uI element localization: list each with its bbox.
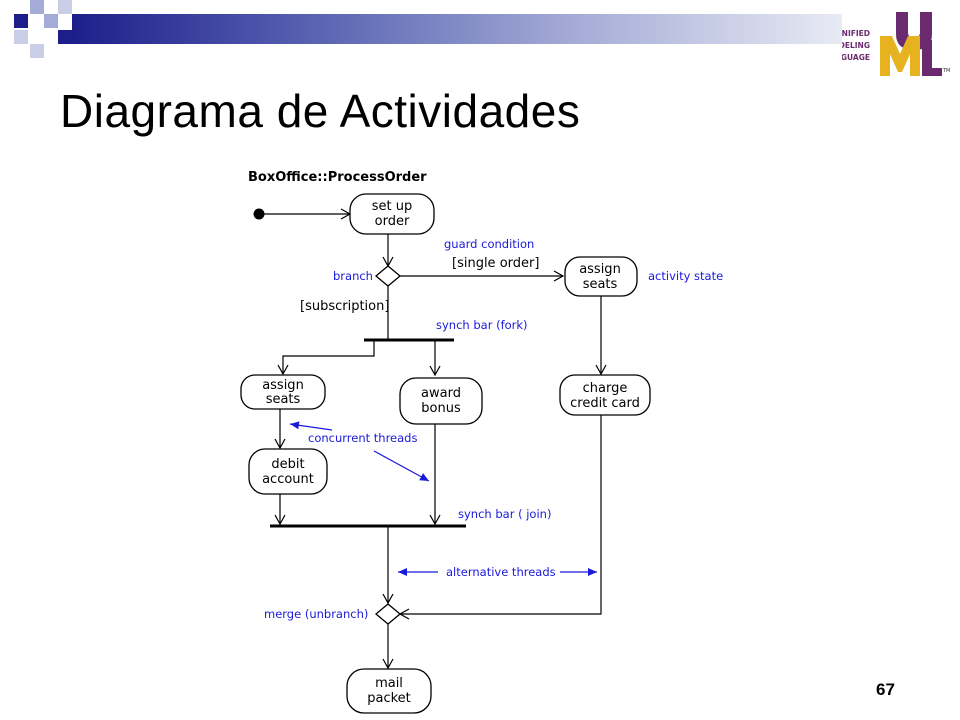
node-award-bonus-label-2: bonus <box>421 401 461 416</box>
note-guard-condition: guard condition <box>444 237 534 251</box>
logo-line-1: UNIFIED <box>842 29 870 38</box>
merge-diamond <box>374 603 402 625</box>
node-award-bonus-label-1: award <box>421 386 461 401</box>
logo-tm: TM <box>942 68 950 74</box>
edge-fork-assign-sub <box>277 341 375 376</box>
node-assign-seats-sub <box>240 374 326 410</box>
header-square-3 <box>44 14 58 28</box>
logo-line-3: LANGUAGE <box>842 53 870 62</box>
initial-state <box>253 208 265 220</box>
node-setup-order-label-2: order <box>375 214 410 229</box>
activity-name: BoxOffice::ProcessOrder <box>248 170 427 185</box>
node-assign-seats-single-label-2: seats <box>583 277 618 292</box>
note-activity-state: activity state <box>648 269 723 283</box>
node-assign-seats-sub-label-1: assign <box>262 378 304 393</box>
slide-title: Diagrama de Actividades <box>60 85 581 137</box>
logo-m-shape <box>880 36 920 76</box>
note-alternative-threads: alternative threads <box>446 565 556 579</box>
uml-logo: UNIFIED MODELING LANGUAGE TM <box>842 12 950 76</box>
activity-diagram: BoxOffice::ProcessOrder set up order bra… <box>240 170 723 714</box>
node-setup-order <box>349 193 435 235</box>
node-mail-packet <box>346 668 432 714</box>
note-concurrent-arrow-left <box>289 421 333 431</box>
note-concurrent-arrow-right <box>373 450 430 482</box>
note-concurrent-threads: concurrent threads <box>308 431 417 445</box>
node-mail-packet-label-1: mail <box>375 676 403 691</box>
guard-single-order: [single order] <box>452 256 539 271</box>
branch-diamond <box>374 265 402 287</box>
header-square-2 <box>30 0 44 14</box>
logo-line-2: MODELING <box>842 41 870 50</box>
node-charge-credit-label-1: charge <box>583 381 628 396</box>
header-gradient-bar <box>72 14 842 44</box>
header-square-7 <box>58 30 72 44</box>
guard-subscription: [subscription] <box>300 299 389 314</box>
header-square-5 <box>14 30 28 44</box>
node-assign-seats-single-label-1: assign <box>579 262 621 277</box>
node-debit-account <box>248 448 328 495</box>
page-number: 67 <box>876 680 895 699</box>
note-merge: merge (unbranch) <box>264 607 368 621</box>
node-charge-credit-label-2: credit card <box>570 396 640 411</box>
node-debit-account-label-2: account <box>262 472 314 487</box>
note-synch-fork: synch bar (fork) <box>436 318 528 332</box>
node-setup-order-label-1: set up <box>372 199 413 214</box>
node-charge-credit-card <box>559 374 651 416</box>
logo-l-shape <box>922 40 942 76</box>
node-debit-account-label-1: debit <box>271 457 304 472</box>
header-square-1 <box>14 14 28 28</box>
node-assign-seats-sub-label-2: seats <box>266 392 301 407</box>
note-branch: branch <box>333 269 373 283</box>
header-square-6 <box>30 44 44 58</box>
node-mail-packet-label-2: packet <box>367 691 411 706</box>
edge-charge-merge <box>398 415 602 620</box>
note-synch-join: synch bar ( join) <box>458 507 551 521</box>
slide-header <box>0 0 960 80</box>
header-square-4 <box>58 0 72 14</box>
node-award-bonus <box>399 377 483 425</box>
